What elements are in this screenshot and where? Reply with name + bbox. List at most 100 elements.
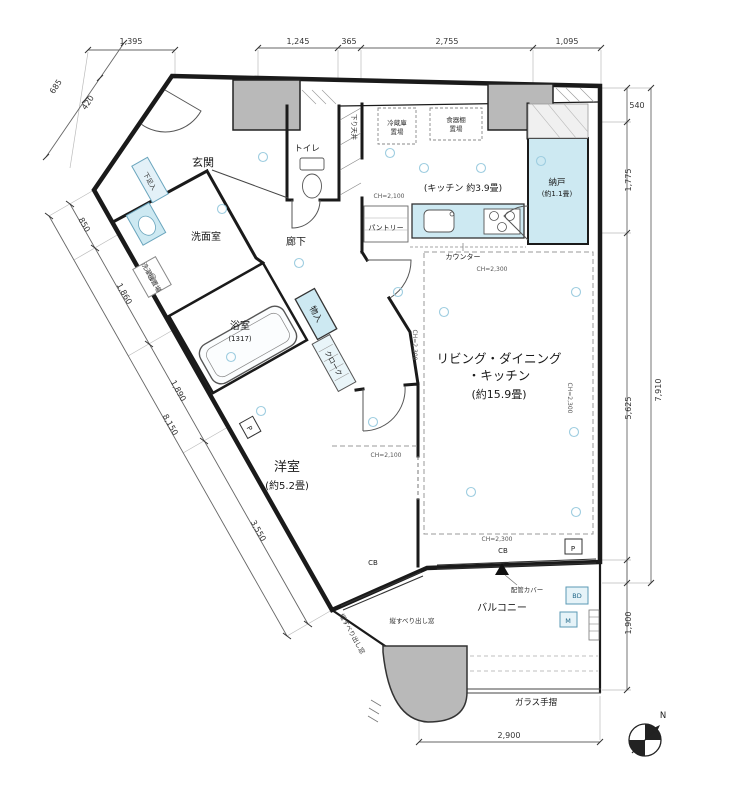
dim-top-1095: 1,095	[556, 37, 579, 46]
shaft-hatching	[339, 107, 362, 196]
pantry-unit	[363, 205, 409, 243]
dim-left-850: 850	[77, 216, 92, 234]
entrance-step-line	[211, 169, 289, 199]
top-wall-inner-face	[339, 101, 599, 107]
p-box-ldk	[564, 538, 583, 555]
label-counter: カウンター	[446, 252, 481, 261]
marker-cb-1: CB	[368, 559, 378, 567]
ldk-ceiling-dashed-zone	[423, 251, 594, 535]
dim-left-3550: 3,550	[249, 519, 268, 543]
room-label-nando: 納戸	[548, 177, 565, 188]
nando-room	[527, 137, 589, 245]
ldk-window	[436, 558, 597, 570]
dim-top-1245: 1,245	[287, 37, 310, 46]
cupboard-space-dashed	[429, 107, 483, 141]
room-label-ldk-size: (約15.9畳)	[471, 387, 526, 401]
washer-pan	[132, 255, 172, 299]
room-label-balcony: バルコニー	[477, 602, 527, 614]
room-label-genkan: 玄関	[192, 155, 214, 169]
compass-needle-arrow	[651, 725, 660, 734]
dimension-lines	[45, 42, 652, 743]
ch-label-ldk-bottom: CH=2,300	[482, 536, 513, 543]
meter-box	[559, 611, 578, 628]
toilet-fixture	[299, 157, 325, 199]
pillar-balcony-round	[382, 645, 468, 723]
dim-right-540: 540	[629, 101, 644, 110]
cloak-closet	[311, 333, 357, 393]
dim-right-5625: 5,625	[624, 397, 633, 420]
room-label-senmen: 洗面室	[191, 230, 221, 243]
label-fridge-2: 置場	[391, 127, 405, 136]
room-label-ldk-line1: リビング・ダイニング	[436, 351, 561, 366]
label-cupboard-2: 置場	[450, 124, 464, 133]
room-label-nando-size: (約1.1畳)	[542, 189, 573, 198]
compass-n-label: N	[660, 711, 666, 721]
room-label-kitchen: (キッチン 約3.9畳)	[424, 182, 502, 194]
ch-label-ldk-left: CH=2,300	[411, 330, 418, 361]
dim-right-1900: 1,900	[624, 612, 633, 635]
room-label-rouka: 廊下	[286, 235, 306, 248]
shoe-cabinet	[131, 156, 169, 204]
dim-right-7910: 7,910	[654, 379, 663, 402]
dim-left-420: 420	[80, 94, 96, 112]
marker-bd: BD	[572, 592, 581, 600]
marker-p-2: P	[245, 425, 254, 433]
monoire-closet	[294, 287, 338, 341]
dimension-ticks	[42, 39, 655, 746]
dim-left-1860: 1,860	[115, 282, 134, 306]
marker-m: M	[565, 617, 571, 625]
label-pipe-cover: 配管カバー	[511, 585, 544, 594]
ch-label-ldk-right: CH=2,300	[566, 383, 573, 414]
label-pantry: パントリー	[368, 224, 403, 232]
label-down-ceiling: 下り天井	[350, 114, 359, 141]
room-label-yokushitsu: 浴室	[230, 319, 250, 332]
dim-left-1890: 1,890	[169, 379, 188, 403]
nando-beam-hatch	[531, 103, 589, 139]
balcony-structure	[331, 562, 602, 694]
dim-left-8150: 8,150	[161, 413, 180, 437]
label-glass-rail: ガラス手摺	[515, 697, 557, 708]
kitchen-stove	[483, 208, 521, 235]
dim-top-365: 365	[341, 37, 356, 46]
dim-left-685: 685	[48, 78, 64, 96]
glass-handrail-line	[467, 688, 601, 694]
dim-top-2755: 2,755	[436, 37, 459, 46]
p-box-diagonal	[238, 415, 262, 440]
windows	[340, 558, 597, 611]
nando-door-arc	[503, 205, 529, 241]
balcony-floor-dashes	[470, 655, 598, 672]
toilet-door-arc	[291, 199, 321, 229]
downlight-symbols	[216, 147, 582, 518]
ch-label-ldk-top: CH=2,300	[477, 266, 508, 273]
ladder-symbol	[588, 609, 600, 641]
exterior-walls	[91, 73, 603, 613]
entrance-door-arc	[140, 89, 202, 133]
bd-box	[565, 586, 589, 605]
label-cupboard-1: 食器棚	[446, 115, 466, 124]
label-casement-2: 縦すべり出し窓	[338, 612, 368, 656]
ch-label-youshitsu: CH=2,100	[371, 452, 402, 459]
bedroom-door-arc	[362, 385, 406, 432]
pillar-top-left	[232, 79, 301, 131]
dim-bottom-2900: 2,900	[498, 731, 521, 740]
fridge-space-dashed	[377, 107, 417, 145]
kitchen-faucet	[449, 211, 455, 217]
kitchen-counter-group	[410, 203, 526, 251]
bathtub	[198, 305, 298, 385]
compass-rose	[628, 723, 662, 757]
pipe-space-triangle	[495, 563, 509, 575]
pillar-hatch-marks	[367, 699, 382, 723]
marker-cb-2: CB	[498, 547, 508, 555]
marker-p-1: P	[571, 545, 575, 553]
room-label-ldk-line2: ・キッチン	[468, 368, 531, 383]
top-wall-hatching	[301, 87, 595, 105]
kitchen-sink	[423, 209, 455, 233]
room-label-youshitsu-size: (約5.2畳)	[265, 479, 309, 492]
room-label-toilet: トイレ	[294, 144, 320, 154]
label-fridge-1: 冷蔵庫	[387, 118, 407, 127]
room-label-yokushitsu-size: (1317)	[228, 335, 252, 343]
bedroom-window	[340, 571, 424, 611]
washbasin	[125, 202, 167, 246]
